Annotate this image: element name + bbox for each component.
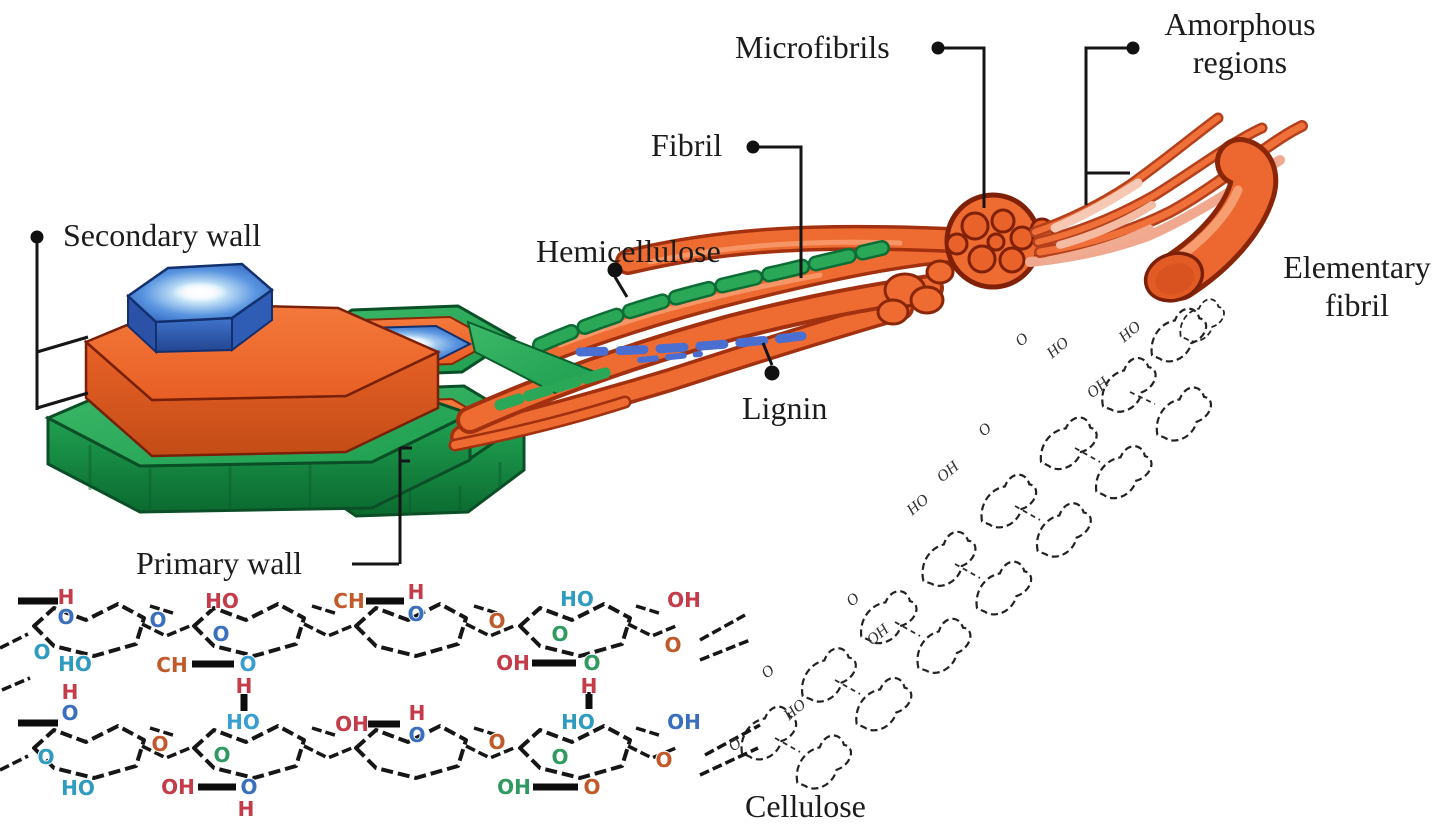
- label-elementary-fibril: Elementary fibril: [1262, 249, 1446, 325]
- microfibril-ball: [944, 192, 1055, 290]
- cell-cluster: [44, 262, 527, 518]
- label-amorphous-regions: Amorphous regions: [1135, 6, 1345, 82]
- sketch-atom-label: OH: [864, 620, 894, 649]
- atom-label: OH: [667, 588, 701, 612]
- sketch-atom-label: HO: [1115, 318, 1145, 347]
- atom-label: O: [583, 651, 600, 675]
- leader-lines: [30, 41, 1140, 566]
- atom-label: OH: [667, 710, 701, 734]
- atom-label: OH: [496, 651, 530, 675]
- elementary-fibril-tube: [1143, 137, 1279, 303]
- atom-label: O: [488, 730, 505, 754]
- label-elementary-line2: fibril: [1325, 286, 1389, 323]
- atom-label: OH: [497, 775, 531, 799]
- bold-bonds: [18, 597, 593, 791]
- label-elementary-line1: Elementary: [1283, 249, 1431, 285]
- fibril-bundle: [448, 112, 1308, 452]
- sketch-atom-label: HO: [903, 491, 933, 520]
- microfibrils-leader: [931, 41, 986, 208]
- label-microfibrils: Microfibrils: [735, 29, 890, 65]
- atom-label: H: [581, 674, 598, 698]
- label-primary-wall: Primary wall: [136, 545, 303, 581]
- atom-label: H: [236, 674, 253, 698]
- atom-label: HO: [226, 710, 260, 734]
- atom-label: O: [583, 775, 600, 799]
- atom-label: H: [238, 797, 255, 821]
- atom-label: HO: [61, 776, 95, 800]
- atom-label: O: [212, 622, 229, 646]
- sketch-atom-label: HO: [1043, 334, 1073, 363]
- atom-label: OH: [161, 775, 195, 799]
- atom-label: HO: [205, 589, 239, 613]
- atom-label: CH: [156, 653, 187, 677]
- sketch-hbonds: [774, 391, 1156, 753]
- primary-wall-leader: [352, 446, 412, 566]
- atom-label: HO: [58, 652, 92, 676]
- label-hemicellulose: Hemicellulose: [536, 233, 721, 269]
- atom-label: O: [57, 605, 74, 629]
- atom-label: O: [551, 745, 568, 769]
- sketch-atom-label: O: [975, 419, 995, 440]
- lignin-patches: [575, 331, 807, 363]
- atom-label: H: [408, 580, 425, 604]
- atom-label: O: [408, 723, 425, 747]
- atom-label: O: [239, 652, 256, 676]
- atom-label: H: [62, 680, 79, 704]
- label-secondary-wall: Secondary wall: [63, 217, 262, 253]
- secondary-wall-leader: [30, 230, 89, 410]
- atom-label: HO: [561, 710, 595, 734]
- atom-label: O: [655, 748, 672, 772]
- atom-label: O: [240, 775, 257, 799]
- atom-label: CH: [333, 589, 364, 613]
- atom-label: O: [61, 701, 78, 725]
- atom-label: H: [409, 701, 426, 725]
- atom-label: H: [58, 585, 75, 609]
- label-fibril: Fibril: [651, 127, 723, 163]
- atom-label: O: [551, 622, 568, 646]
- fibril-leader: [746, 140, 803, 278]
- atom-label: O: [149, 608, 166, 632]
- atom-label: O: [664, 633, 681, 657]
- atom-label: O: [33, 640, 50, 664]
- atom-label: O: [488, 609, 505, 633]
- atom-label: HO: [560, 587, 594, 611]
- atom-label: OH: [335, 712, 369, 736]
- label-lignin: Lignin: [742, 390, 828, 426]
- sketch-atom-label: O: [843, 589, 863, 610]
- amorphous-leader: [1084, 41, 1140, 205]
- sketch-atom-label: O: [1012, 329, 1032, 350]
- sketch-atom-label: OH: [934, 457, 964, 486]
- hemicellulose-strands: [466, 240, 890, 411]
- atom-label: O: [151, 732, 168, 756]
- sketch-links: [699, 613, 761, 777]
- cell-a: [44, 262, 474, 514]
- sketch-atom-label: O: [758, 661, 778, 682]
- sketch-atom-label: HO: [780, 696, 810, 725]
- hemicellulose-leader: [607, 262, 629, 298]
- microfibril-knot: [876, 259, 955, 326]
- sketch-atom-label: OH: [1084, 373, 1114, 402]
- atom-label: O: [213, 743, 230, 767]
- lignin-leader: [761, 342, 780, 381]
- label-cellulose: Cellulose: [745, 788, 866, 824]
- label-amorphous-line1: Amorphous: [1164, 6, 1316, 42]
- atom-label: O: [37, 745, 54, 769]
- label-amorphous-line2: regions: [1192, 43, 1288, 80]
- atom-label: O: [407, 602, 424, 626]
